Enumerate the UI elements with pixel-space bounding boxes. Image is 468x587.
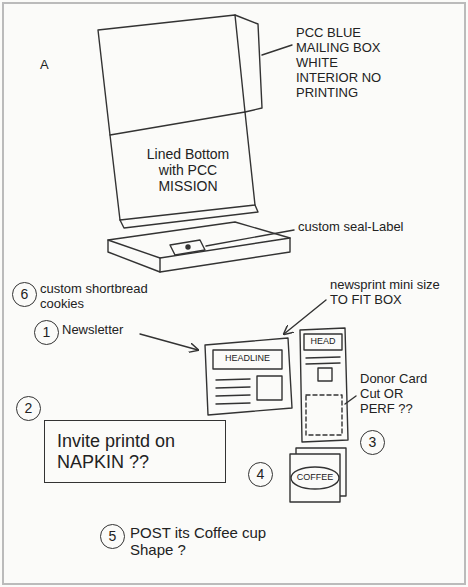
coffee-cup-outline (291, 467, 339, 489)
photo-box (257, 376, 282, 400)
callout-circle: 6 (12, 282, 37, 307)
annotation-label: HEADLINE (213, 353, 282, 363)
text-lines (216, 379, 250, 404)
post-it (290, 454, 340, 502)
annotation-label: Lined Bottom with PCC MISSION (138, 146, 238, 194)
seal-label (170, 240, 205, 255)
callout-number: 1 (43, 324, 51, 340)
lid-flap (235, 15, 262, 112)
headline-box (304, 334, 342, 350)
callout-number: 6 (21, 286, 29, 302)
callout-circle: 4 (248, 462, 273, 487)
annotation-label: PCC BLUE MAILING BOX WHITE INTERIOR NO P… (296, 26, 396, 101)
annotation-label: newsprint mini size TO FIT BOX (330, 278, 455, 308)
seal-dot (186, 245, 190, 249)
newsletter-sheet (205, 338, 292, 415)
tray-front (120, 205, 258, 228)
callout-number: 4 (257, 466, 265, 482)
closed-box-top (108, 222, 290, 258)
annotation-label: A (40, 58, 60, 73)
annotation-label: custom seal-Label (298, 220, 408, 235)
annotation-label: custom shortbread cookies (40, 282, 175, 312)
leader-line (262, 45, 292, 55)
headline-box (213, 350, 282, 369)
leader-line (345, 396, 356, 404)
callout-number: 5 (109, 528, 117, 544)
callout-circle: 3 (360, 430, 385, 455)
closed-box-front (108, 240, 160, 272)
callout-number: 2 (25, 400, 33, 416)
node-text: Invite printd on NAPKIN ?? (57, 431, 213, 472)
callout-circle: 2 (16, 396, 41, 421)
photo-box (318, 368, 332, 381)
callout-circle: 1 (34, 320, 59, 345)
donor-card-perf (306, 395, 342, 435)
annotation-label: Newsletter (62, 323, 152, 338)
text-lines (306, 357, 340, 364)
callout-circle: 5 (100, 524, 125, 549)
box-lid (98, 15, 245, 135)
newsletter-sheet (300, 328, 348, 442)
page-frame (3, 3, 465, 584)
napkin-box: Invite printd on NAPKIN ?? (44, 420, 226, 483)
annotation-label: HEAD (304, 336, 342, 346)
leader-arrow (140, 334, 198, 350)
leader-line (206, 230, 294, 246)
box-tray (110, 112, 255, 220)
annotation-label: Donor Card Cut OR PERF ?? (360, 372, 440, 417)
annotation-label: COFFEE (291, 472, 339, 482)
callout-number: 3 (369, 434, 377, 450)
annotation-label: POST its Coffee cup Shape ? (130, 524, 290, 559)
